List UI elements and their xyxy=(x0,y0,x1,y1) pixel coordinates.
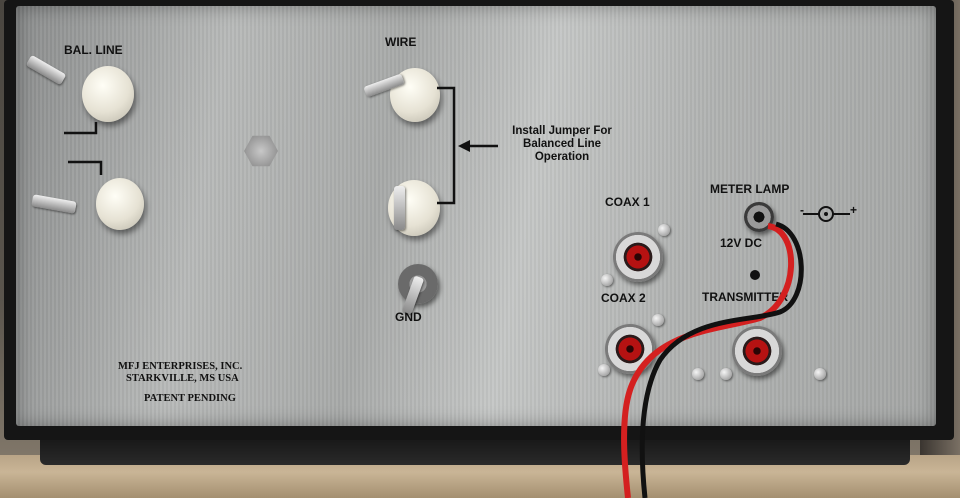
rear-panel: BAL. LINE WIRE Install Jumper For Balanc… xyxy=(16,6,936,426)
maker-city: STARKVILLE, MS USA xyxy=(126,373,239,384)
bal-line-label: BAL. LINE xyxy=(64,43,123,57)
coax1-label: COAX 1 xyxy=(605,195,650,209)
jumper-note: Install Jumper For Balanced Line Operati… xyxy=(512,125,612,163)
screw xyxy=(652,314,664,326)
bal-line-insulator-bottom xyxy=(96,178,144,230)
coax2-label: COAX 2 xyxy=(601,291,646,305)
tuner-cabinet: BAL. LINE WIRE Install Jumper For Balanc… xyxy=(4,0,954,440)
polarity-plus: + xyxy=(850,203,858,217)
screw xyxy=(598,364,610,376)
wire-wingnut-bottom[interactable] xyxy=(394,186,405,230)
meter-lamp-hole xyxy=(750,270,760,280)
screw xyxy=(601,274,613,286)
screw xyxy=(692,368,704,380)
wire-label: WIRE xyxy=(385,35,417,49)
screw xyxy=(720,368,732,380)
coax1-connector[interactable] xyxy=(613,232,663,282)
screw xyxy=(814,368,826,380)
transmitter-connector[interactable] xyxy=(732,326,782,376)
patent-label: PATENT PENDING xyxy=(144,393,236,404)
polarity-minus: - xyxy=(800,203,804,217)
transmitter-label: TRANSMITTER xyxy=(702,290,788,304)
gnd-label: GND xyxy=(395,310,422,324)
meter-lamp-label: METER LAMP xyxy=(710,182,790,196)
screw xyxy=(658,224,670,236)
bal-line-insulator-top xyxy=(82,66,134,122)
maker-name: MFJ ENTERPRISES, INC. xyxy=(118,361,243,372)
voltage-label: 12V DC xyxy=(720,236,763,250)
